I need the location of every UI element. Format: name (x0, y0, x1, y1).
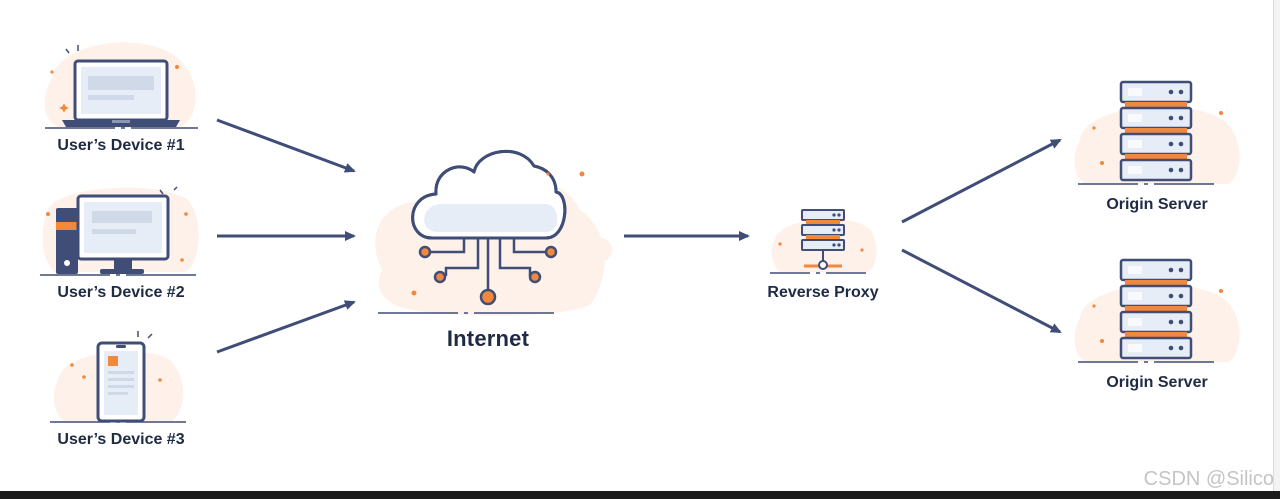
desktop-computer-icon (56, 194, 170, 274)
reverse-proxy-node (770, 209, 880, 274)
device-1-node (44, 42, 198, 129)
device-1-label: User’s Device #1 (57, 137, 185, 154)
window-edge (1273, 0, 1280, 491)
arrow-device3-to-internet (216, 300, 356, 354)
sparkle-decoration (46, 212, 188, 262)
origin-server-1-node (1074, 80, 1240, 185)
origin-server-1-label: Origin Server (1106, 196, 1208, 213)
device-3-node (50, 331, 192, 423)
server-rack-icon (1119, 80, 1193, 182)
sparkle-decoration (50, 65, 179, 113)
sparkle-decoration (1092, 111, 1223, 165)
arrow-device1-to-internet (216, 118, 356, 173)
device-2-node (40, 186, 199, 276)
server-rack-icon (1119, 258, 1193, 360)
sparkle-decoration (70, 363, 162, 382)
sparkle-decoration (411, 171, 585, 296)
connection-arrows (216, 118, 1062, 354)
laptop-icon (62, 59, 180, 127)
arrow-proxy-to-origin2 (901, 248, 1062, 334)
bottom-bar (0, 491, 1280, 499)
arrow-proxy-to-origin1 (901, 138, 1062, 224)
cloud-network-icon (411, 149, 567, 306)
background-blob (588, 238, 612, 262)
internet-label: Internet (446, 326, 530, 351)
smartphone-icon (96, 341, 146, 423)
sparkle-decoration (1092, 289, 1223, 343)
reverse-proxy-label: Reverse Proxy (767, 284, 879, 301)
device-3-label: User’s Device #3 (57, 431, 185, 448)
origin-server-2-node (1074, 258, 1240, 363)
sparkle-decoration (778, 242, 864, 252)
device-2-label: User’s Device #2 (57, 284, 185, 301)
internet-node (375, 149, 612, 316)
server-icon (801, 209, 845, 270)
origin-server-2-label: Origin Server (1106, 374, 1208, 391)
watermark: CSDN @Silico (1143, 468, 1274, 490)
